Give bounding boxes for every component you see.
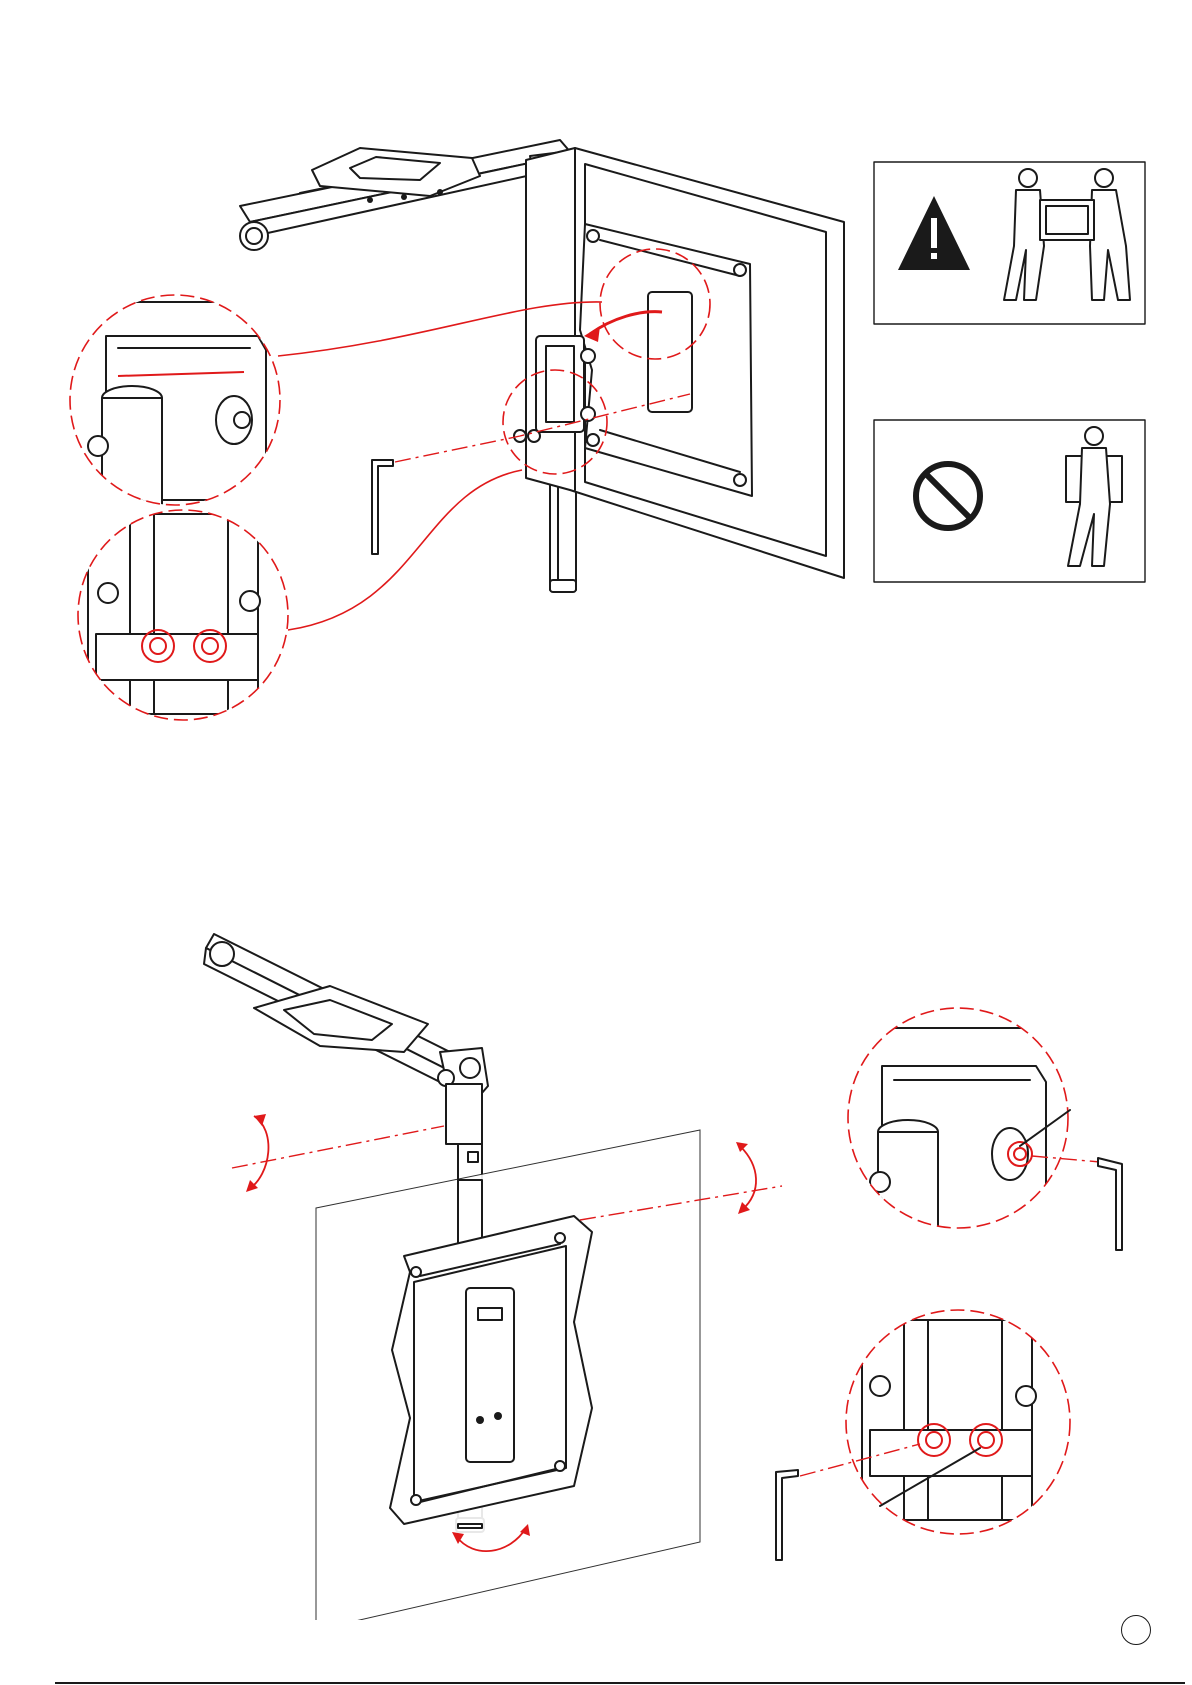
detail-callout-upper (70, 295, 290, 508)
footer-rule (55, 1682, 1185, 1684)
step-attach-diagram (0, 0, 1192, 760)
two-person-lift-icon (1004, 169, 1130, 300)
hex-key-icon-lower (776, 1470, 798, 1560)
hex-key-icon (372, 460, 393, 554)
tilt-rotation-arrow (246, 1114, 268, 1192)
tilt-axis-line (232, 1126, 444, 1168)
warning-panel-no-single-carry (874, 420, 1145, 582)
detail-callout-tilt (848, 1008, 1070, 1242)
single-person-carry-icon (1066, 427, 1122, 566)
hex-key-icon-upper (1098, 1158, 1122, 1250)
warning-triangle-icon (898, 196, 970, 270)
detail-callout-swivel (846, 1310, 1070, 1534)
warning-panel-two-person (874, 162, 1145, 324)
page-number-badge (1121, 1615, 1151, 1645)
leader-line-lower (288, 470, 522, 630)
detail-callout-lower (78, 510, 288, 720)
step-adjust-diagram (0, 920, 1192, 1620)
swivel-rotation-arrow (736, 1142, 756, 1214)
vesa-plate-bottom (390, 1216, 592, 1524)
prohibited-icon (916, 464, 980, 528)
